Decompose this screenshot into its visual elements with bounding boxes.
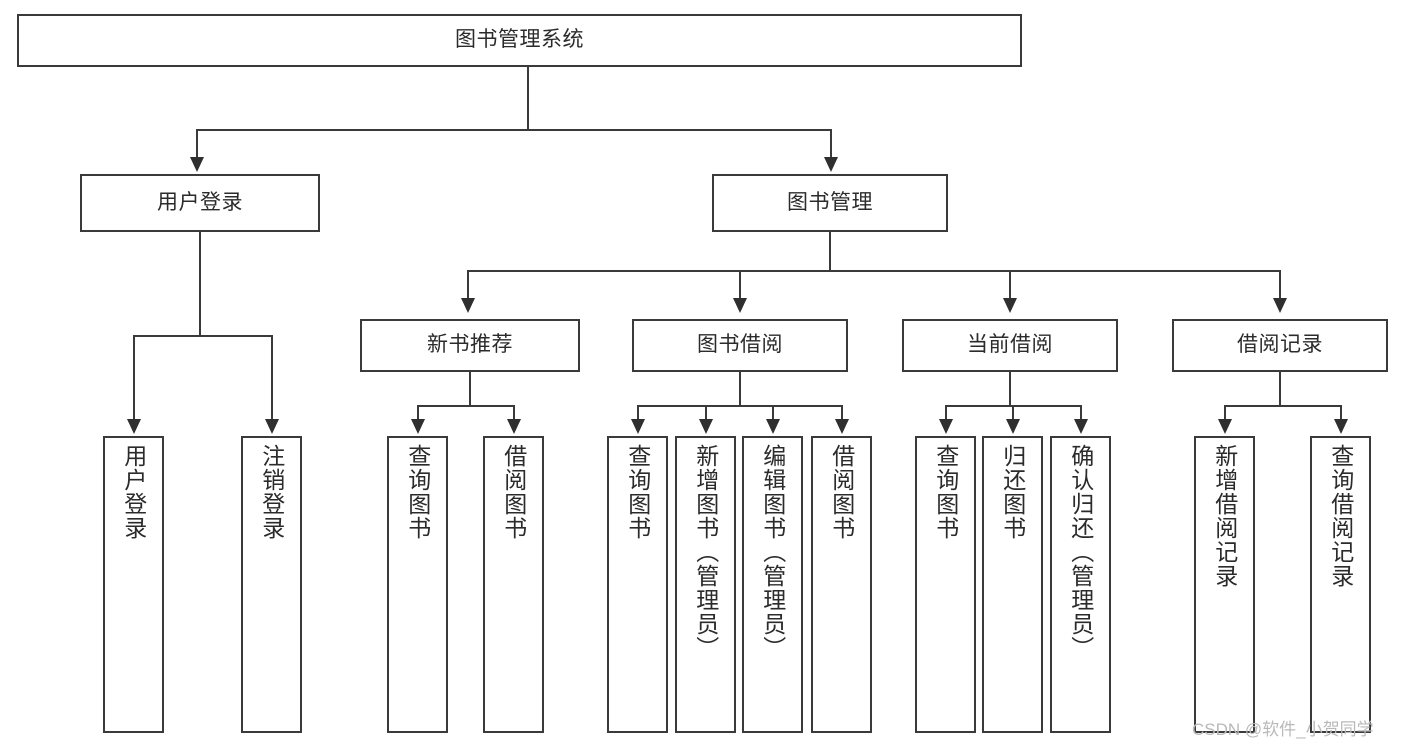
node-label: 查询借阅记录 [1327, 444, 1354, 588]
connector-root-stem [527, 67, 529, 129]
leaf-new-book-query-book[interactable]: 查询图书 [387, 436, 448, 733]
arrowhead-bm-to-book-borrow [733, 298, 747, 313]
leaf-book-borrow-edit-book-admin[interactable]: 编辑图书（管理员） [742, 436, 803, 733]
connector-root-bar [196, 129, 830, 131]
leaf-new-book-borrow-book[interactable]: 借阅图书 [483, 436, 544, 733]
arrowhead-borrow-record-leaf-2 [1334, 419, 1348, 434]
node-label: 查询图书 [932, 444, 959, 540]
node-book-borrow[interactable]: 图书借阅 [632, 319, 848, 372]
connector-book-borrow-leaf-1 [637, 405, 639, 421]
arrowhead-new-book-leaf-1 [411, 419, 425, 434]
arrowhead-user-login-leaf-2 [265, 419, 279, 434]
connector-new-book-bar [417, 405, 513, 407]
node-label: 新书推荐 [427, 333, 513, 357]
arrowhead-root-to-user-login [190, 157, 204, 172]
node-current-borrow[interactable]: 当前借阅 [902, 319, 1118, 372]
node-label: 确认归还（管理员） [1067, 444, 1094, 660]
connector-book-borrow-stem [739, 372, 741, 405]
connector-new-book-leaf-1 [417, 405, 419, 421]
connector-new-book-leaf-2 [513, 405, 515, 421]
node-label: 归还图书 [999, 444, 1026, 540]
arrowhead-book-borrow-leaf-3 [766, 419, 780, 434]
arrowhead-book-borrow-leaf-4 [835, 419, 849, 434]
connector-book-borrow-leaf-3 [772, 405, 774, 421]
connector-book-borrow-bar [637, 405, 841, 407]
node-label: 新增借阅记录 [1211, 444, 1238, 588]
arrowhead-user-login-leaf-1 [127, 419, 141, 434]
leaf-borrow-record-query-record[interactable]: 查询借阅记录 [1310, 436, 1371, 733]
csdn-watermark: CSDN @软件_小贺同学 [1192, 720, 1374, 739]
connector-borrow-record-bar [1224, 405, 1340, 407]
node-label: 新增图书（管理员） [692, 444, 719, 660]
node-label: 当前借阅 [967, 333, 1053, 357]
arrowhead-bm-to-borrow-record [1273, 298, 1287, 313]
node-label: 查询图书 [624, 444, 651, 540]
leaf-borrow-record-add-record[interactable]: 新增借阅记录 [1194, 436, 1255, 733]
connector-bm-to-book-borrow [739, 270, 741, 300]
connector-bm-to-borrow-record [1279, 270, 1281, 300]
connector-borrow-record-leaf-1 [1224, 405, 1226, 421]
node-label: 借阅图书 [500, 444, 527, 540]
node-label: 用户登录 [157, 190, 243, 214]
node-label: 编辑图书（管理员） [759, 444, 786, 660]
node-label: 借阅图书 [828, 444, 855, 540]
node-label: 注销登录 [258, 444, 285, 540]
connector-book-borrow-leaf-2 [705, 405, 707, 421]
leaf-current-borrow-confirm-return-admin[interactable]: 确认归还（管理员） [1050, 436, 1111, 733]
connector-book-management-stem [829, 232, 831, 270]
connector-current-borrow-leaf-1 [945, 405, 947, 421]
node-user-login[interactable]: 用户登录 [80, 174, 320, 232]
connector-user-login-stem [199, 232, 201, 335]
connector-bm-to-current-borrow [1009, 270, 1011, 300]
connector-book-management-bar [467, 270, 1279, 272]
leaf-book-borrow-query-book[interactable]: 查询图书 [607, 436, 668, 733]
arrowhead-new-book-leaf-2 [507, 419, 521, 434]
connector-current-borrow-leaf-3 [1080, 405, 1082, 421]
connector-borrow-record-leaf-2 [1340, 405, 1342, 421]
leaf-current-borrow-query-book[interactable]: 查询图书 [915, 436, 976, 733]
connector-borrow-record-stem [1279, 372, 1281, 405]
arrowhead-bm-to-new-book [461, 298, 475, 313]
node-label: 图书管理 [787, 190, 873, 214]
connector-root-to-book-management [830, 129, 832, 159]
leaf-book-borrow-add-book-admin[interactable]: 新增图书（管理员） [675, 436, 736, 733]
node-root-book-management-system[interactable]: 图书管理系统 [17, 14, 1022, 67]
arrowhead-book-borrow-leaf-1 [631, 419, 645, 434]
arrowhead-current-borrow-leaf-2 [1006, 419, 1020, 434]
leaf-user-login-logout[interactable]: 注销登录 [241, 436, 302, 733]
arrowhead-borrow-record-leaf-1 [1218, 419, 1232, 434]
leaf-book-borrow-borrow-book[interactable]: 借阅图书 [811, 436, 872, 733]
node-new-book-recommend[interactable]: 新书推荐 [360, 319, 580, 372]
connector-user-login-bar [133, 335, 271, 337]
connector-bm-to-new-book [467, 270, 469, 300]
arrowhead-current-borrow-leaf-1 [939, 419, 953, 434]
node-label: 用户登录 [120, 444, 147, 540]
connector-current-borrow-leaf-2 [1012, 405, 1014, 421]
connector-current-borrow-stem [1009, 372, 1011, 405]
node-label: 图书借阅 [697, 333, 783, 357]
node-label: 查询图书 [404, 444, 431, 540]
node-book-management[interactable]: 图书管理 [712, 174, 948, 232]
leaf-current-borrow-return-book[interactable]: 归还图书 [982, 436, 1043, 733]
node-label: 借阅记录 [1237, 333, 1323, 357]
connector-user-login-to-leaf-2 [271, 335, 273, 421]
connector-new-book-stem [469, 372, 471, 405]
connector-book-borrow-leaf-4 [841, 405, 843, 421]
node-label: 图书管理系统 [455, 28, 584, 52]
connector-root-to-user-login [196, 129, 198, 159]
leaf-user-login-login[interactable]: 用户登录 [103, 436, 164, 733]
arrowhead-bm-to-current-borrow [1003, 298, 1017, 313]
arrowhead-book-borrow-leaf-2 [699, 419, 713, 434]
arrowhead-root-to-book-management [824, 157, 838, 172]
connector-user-login-to-leaf-1 [133, 335, 135, 421]
arrowhead-current-borrow-leaf-3 [1074, 419, 1088, 434]
node-borrow-record[interactable]: 借阅记录 [1172, 319, 1388, 372]
